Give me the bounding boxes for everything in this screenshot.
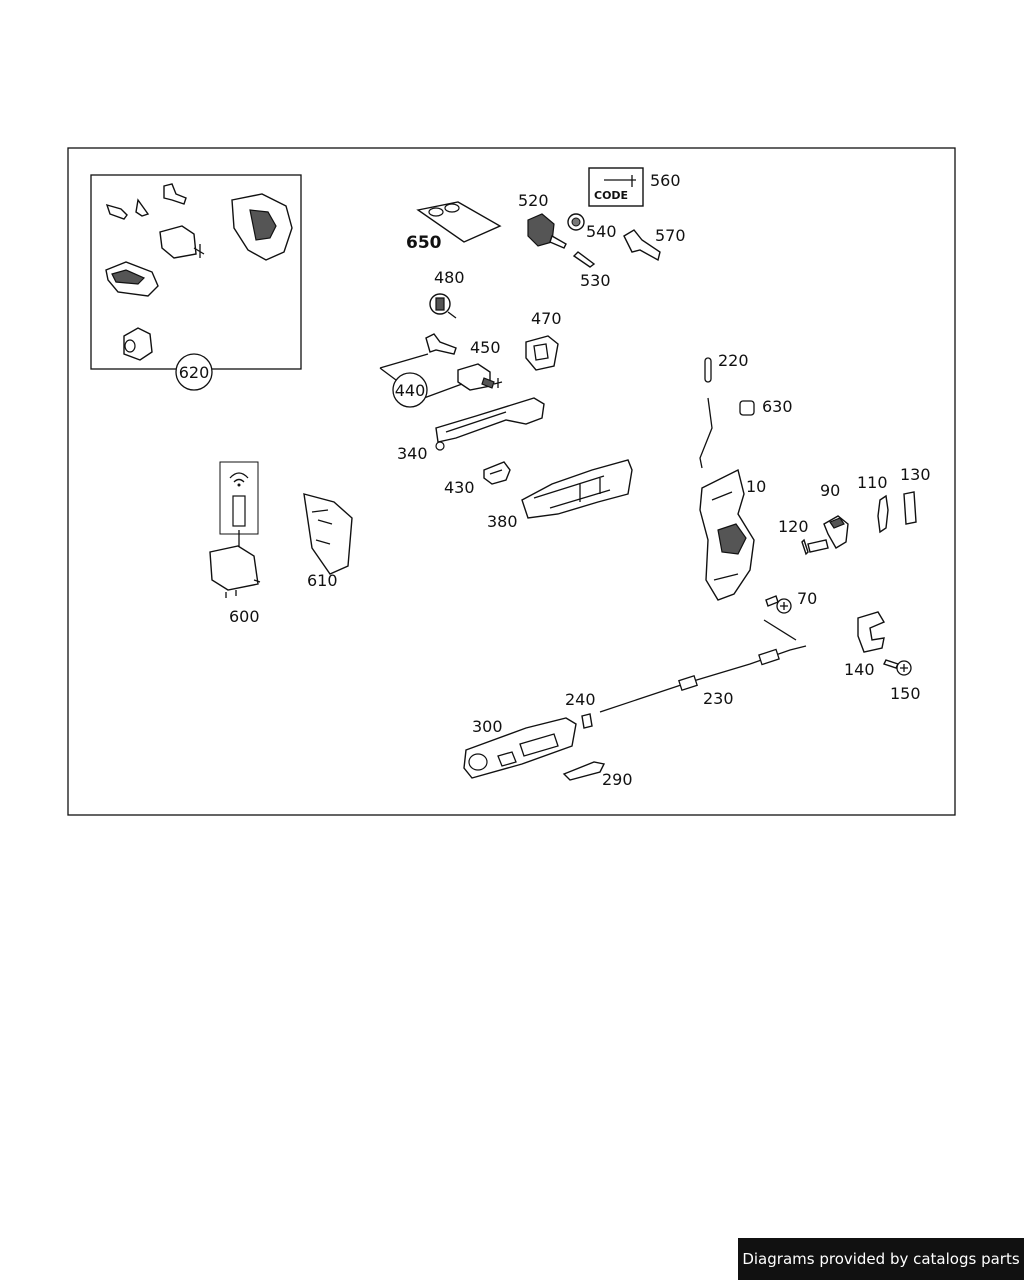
part-560-code-plate: CODE 560 <box>588 167 681 207</box>
callout-570: 570 <box>655 226 686 245</box>
code-label: CODE <box>594 189 628 202</box>
callout-530: 530 <box>580 271 611 290</box>
part-600-control-module: 600 <box>209 461 261 626</box>
part-120-bolt: 120 <box>778 517 829 556</box>
part-300-inner-handle-bezel: 300 <box>463 717 577 779</box>
part-530-key-blade: 530 <box>572 251 611 290</box>
callout-230: 230 <box>703 689 734 708</box>
callout-650: 650 <box>406 233 442 253</box>
part-290-inner-handle: 290 <box>562 761 633 789</box>
part-620-lock-kit: 620 <box>90 174 302 391</box>
callout-600: 600 <box>229 607 260 626</box>
callout-300: 300 <box>472 717 503 736</box>
callout-340: 340 <box>397 444 428 463</box>
part-570-key: 570 <box>623 226 686 262</box>
part-70-screw: 70 <box>765 589 817 614</box>
callout-110: 110 <box>857 473 888 492</box>
callout-90: 90 <box>820 481 840 500</box>
part-110-plate: 110 <box>857 473 889 534</box>
part-470-cover: 470 <box>525 309 562 371</box>
callout-620: 620 <box>179 363 210 382</box>
part-240-clip: 240 <box>565 690 596 729</box>
callout-290: 290 <box>602 770 633 789</box>
callout-480: 480 <box>434 268 465 287</box>
callout-470: 470 <box>531 309 562 328</box>
diagram-frame <box>67 147 956 816</box>
part-380-handle-carrier: 380 <box>487 459 633 531</box>
callout-610: 610 <box>307 571 338 590</box>
part-540-battery: 540 <box>567 213 617 241</box>
part-90-striker: 90 <box>820 481 849 549</box>
part-610-bracket: 610 <box>303 493 353 590</box>
part-440-key-and-450-cylinder: 440 450 <box>379 333 503 408</box>
part-340-outer-handle: 340 <box>397 397 545 463</box>
callout-630: 630 <box>762 397 793 416</box>
callout-10: 10 <box>746 477 766 496</box>
callout-520: 520 <box>518 191 549 210</box>
credit-banner: Diagrams provided by catalogs parts <box>738 1238 1024 1280</box>
credit-text: Diagrams provided by catalogs parts <box>742 1250 1020 1268</box>
callout-70: 70 <box>797 589 817 608</box>
callout-150: 150 <box>890 684 921 703</box>
callout-240: 240 <box>565 690 596 709</box>
part-rod <box>699 397 713 469</box>
callout-120: 120 <box>778 517 809 536</box>
callout-540: 540 <box>586 222 617 241</box>
callout-430: 430 <box>444 478 475 497</box>
callout-450: 450 <box>470 338 501 357</box>
part-480-seal: 480 <box>429 268 465 319</box>
part-520-transmitter: 520 <box>518 191 567 249</box>
part-130-shim: 130 <box>900 465 931 525</box>
callout-130: 130 <box>900 465 931 484</box>
part-650-card: 650 <box>406 201 502 253</box>
part-10-door-latch: 10 <box>699 468 766 601</box>
part-140-cover: 140 <box>844 611 886 679</box>
callout-220: 220 <box>718 351 749 370</box>
callout-140: 140 <box>844 660 875 679</box>
part-150-screw: 150 <box>883 659 921 703</box>
callout-440-circle <box>392 372 428 408</box>
callout-440: 440 <box>395 381 426 400</box>
part-230-cable: 230 <box>599 619 807 713</box>
callout-560: 560 <box>650 171 681 190</box>
part-220-clip: 220 <box>704 351 749 383</box>
callout-380: 380 <box>487 512 518 531</box>
part-430-bracket: 430 <box>444 461 511 497</box>
callout-620-circle <box>175 353 213 391</box>
part-630-bushing: 630 <box>739 397 793 416</box>
